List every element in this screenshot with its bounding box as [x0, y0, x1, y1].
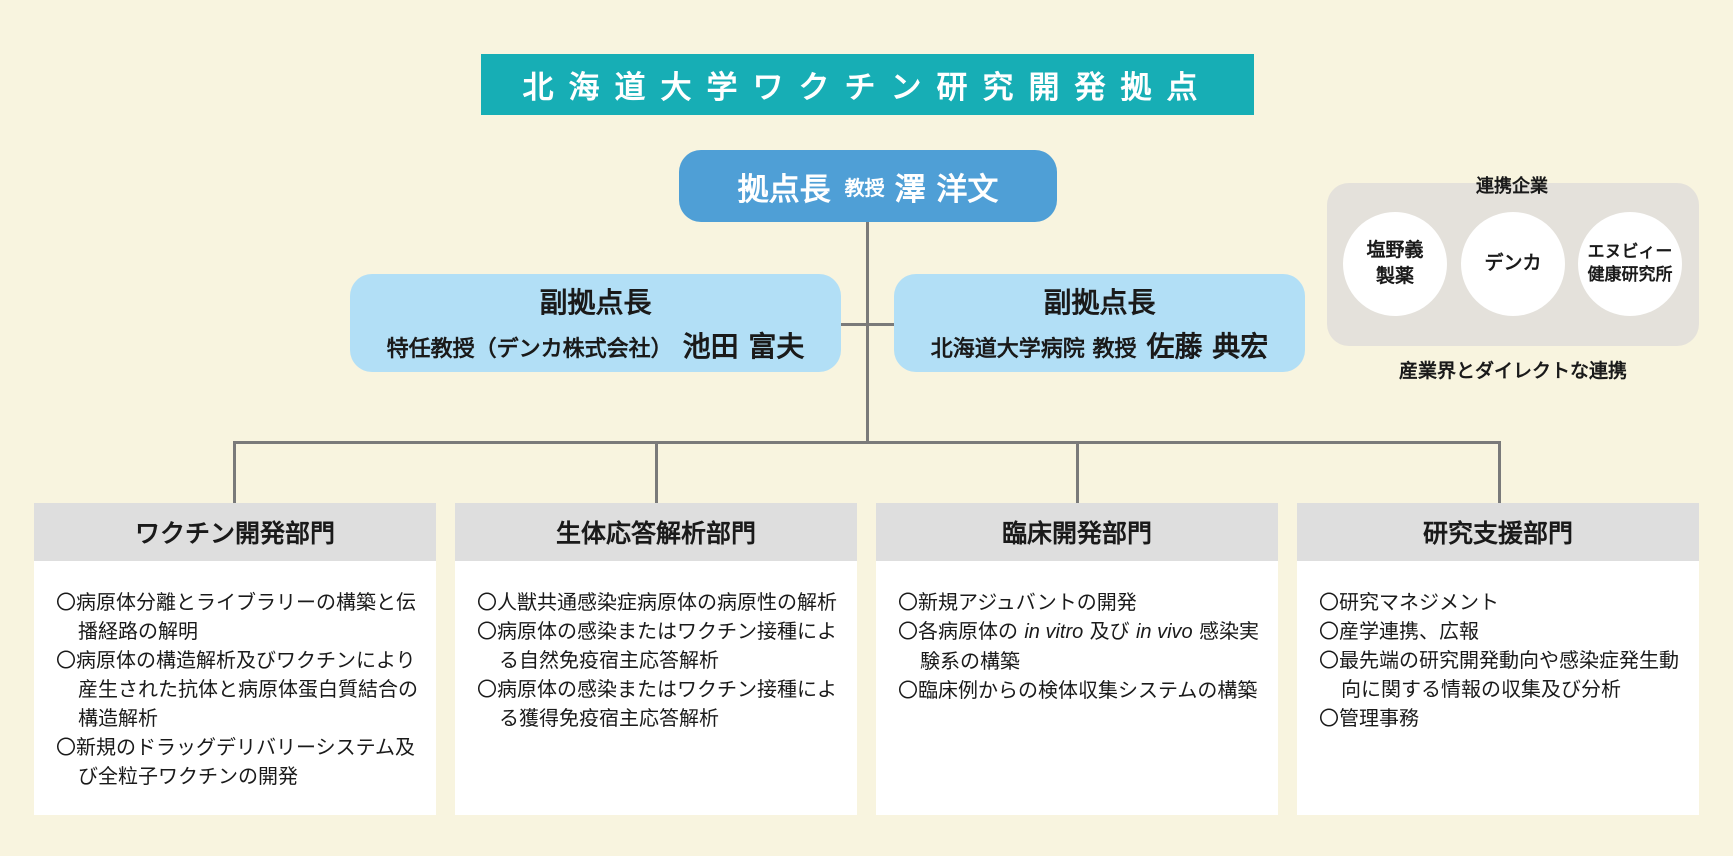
- director-name: 澤 洋文: [894, 171, 999, 208]
- connector-horizontal: [233, 441, 1501, 444]
- department-item: 〇最先端の研究開発動向や感染症発生動向に関する情報の収集及び分析: [1319, 648, 1679, 701]
- connector-dept-3: [1076, 441, 1079, 503]
- department-item: 〇管理事務: [1319, 706, 1419, 730]
- department-item: 〇臨床例からの検体収集システムの構築: [898, 678, 1258, 702]
- department-item: 〇病原体の感染またはワクチン接種による獲得免疫宿主応答解析: [477, 677, 837, 730]
- department-item: 〇病原体の感染またはワクチン接種による自然免疫宿主応答解析: [477, 619, 837, 672]
- deputy-box-right: 副拠点長 北海道大学病院 教授佐藤 典宏: [894, 274, 1305, 372]
- department-item: 〇新規アジュバントの開発: [898, 590, 1137, 614]
- department-title: 生体応答解析部門: [455, 503, 857, 561]
- deputy-role: 副拠点長: [539, 286, 652, 319]
- department-item: 〇人獣共通感染症病原体の病原性の解析: [477, 590, 837, 614]
- deputy-box-left: 副拠点長 特任教授（デンカ株式会社） 池田 富夫: [350, 274, 841, 372]
- connector-dept-2: [655, 441, 658, 503]
- director-rank: 教授: [844, 175, 885, 200]
- deputy-affiliation: 特任教授（デンカ株式会社）: [386, 337, 673, 362]
- deputy-affiliation: 北海道大学病院 教授: [930, 337, 1137, 362]
- department-biological-response: 生体応答解析部門 〇人獣共通感染症病原体の病原性の解析 〇病原体の感染またはワク…: [455, 503, 857, 815]
- department-title: 研究支援部門: [1297, 503, 1699, 561]
- connector-dept-4: [1498, 441, 1501, 503]
- partners-caption: 産業界とダイレクトな連携: [1398, 360, 1627, 382]
- connector-trunk: [866, 222, 869, 444]
- connector-deputy-right: [868, 323, 894, 326]
- department-item-list: 〇研究マネジメント 〇産学連携、広報 〇最先端の研究開発動向や感染症発生動向に関…: [1297, 561, 1699, 733]
- department-research-support: 研究支援部門 〇研究マネジメント 〇産学連携、広報 〇最先端の研究開発動向や感染…: [1297, 503, 1699, 815]
- department-item: 〇新規のドラッグデリバリーシステム及び全粒子ワクチンの開発: [56, 735, 415, 788]
- department-item: 〇産学連携、広報: [1319, 619, 1479, 643]
- partners-label: 連携企業: [1476, 176, 1548, 197]
- department-title: 臨床開発部門: [876, 503, 1278, 561]
- connector-deputy-left: [841, 323, 867, 326]
- department-item: 〇病原体の構造解析及びワクチンにより産生された抗体と病原体蛋白質結合の構造解析: [56, 648, 418, 730]
- department-vaccine-development: ワクチン開発部門 〇病原体分離とライブラリーの構築と伝播経路の解明 〇病原体の構…: [34, 503, 436, 815]
- center-title: 北海道大学ワクチン研究開発拠点: [481, 54, 1254, 115]
- partner-circle-nb-health: エヌビィー 健康研究所: [1578, 212, 1682, 316]
- department-item: 〇各病原体の in vitro 及び in vivo 感染実験系の構築: [898, 619, 1260, 673]
- connector-dept-1: [233, 441, 236, 503]
- director-box: 拠点長 教授 澤 洋文: [679, 150, 1057, 222]
- department-title: ワクチン開発部門: [34, 503, 436, 561]
- department-item-list: 〇病原体分離とライブラリーの構築と伝播経路の解明 〇病原体の構造解析及びワクチン…: [34, 561, 436, 791]
- partner-circle-denka: デンカ: [1461, 212, 1565, 316]
- department-clinical-development: 臨床開発部門 〇新規アジュバントの開発 〇各病原体の in vitro 及び i…: [876, 503, 1278, 815]
- director-role: 拠点長: [737, 171, 831, 208]
- deputy-name: 佐藤 典宏: [1146, 330, 1269, 363]
- partner-circle-shionogi: 塩野義 製薬: [1343, 212, 1447, 316]
- department-item: 〇研究マネジメント: [1319, 590, 1499, 614]
- deputy-name: 池田 富夫: [682, 330, 805, 363]
- department-item-list: 〇新規アジュバントの開発 〇各病原体の in vitro 及び in vivo …: [876, 561, 1278, 705]
- deputy-role: 副拠点長: [1043, 286, 1156, 319]
- department-item-list: 〇人獣共通感染症病原体の病原性の解析 〇病原体の感染またはワクチン接種による自然…: [455, 561, 857, 733]
- department-item: 〇病原体分離とライブラリーの構築と伝播経路の解明: [56, 590, 416, 643]
